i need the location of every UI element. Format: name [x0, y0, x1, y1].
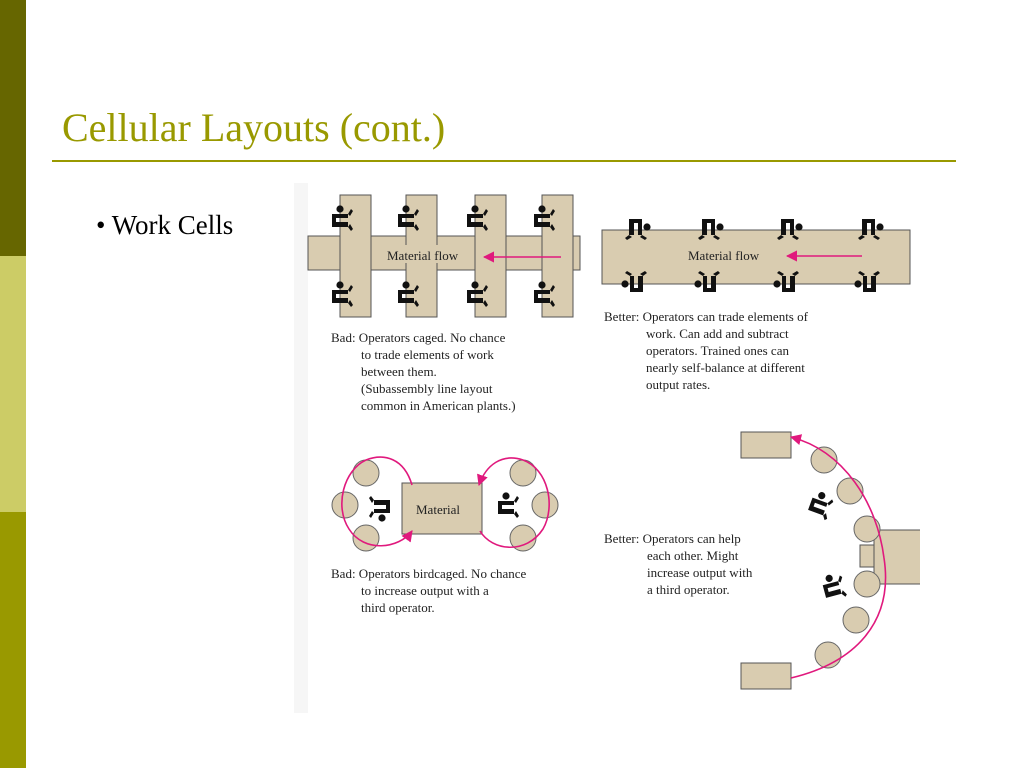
machine-large	[873, 529, 920, 585]
caption-bad-cell: Bad: Operators birdcaged. No chance to i…	[331, 566, 530, 615]
machine	[810, 446, 838, 474]
caption-bad-line: Bad: Operators caged. No chance to trade…	[331, 330, 516, 413]
conveyor-belt	[601, 229, 911, 285]
panel-bad-line: Material flow Bad: Operators caged. No c…	[307, 194, 581, 413]
flow-label: Material flow	[688, 248, 760, 263]
figure-scan-edge	[294, 183, 308, 713]
material-box	[401, 482, 483, 535]
work-cells-figure: Material flow Bad: Operators caged. No c…	[294, 183, 920, 713]
sidebar-block-bottom	[0, 512, 26, 768]
machine	[352, 459, 380, 487]
material-bin-bottom	[740, 662, 792, 690]
movement-arrow-right	[477, 457, 550, 549]
operator-icon	[806, 489, 836, 521]
slide-title: Cellular Layouts (cont.)	[62, 105, 446, 150]
machine	[853, 570, 881, 598]
work-cells-diagram: Material flow Bad: Operators caged. No c…	[294, 183, 920, 713]
material-bin-top	[740, 431, 792, 459]
material-label: Material	[416, 502, 460, 517]
panel-better-cell: Better: Operators can help each other. M…	[604, 431, 920, 690]
caption-better-line: Better: Operators can trade elements of …	[604, 309, 811, 392]
panel-bad-cell: Material Bad: Operators birdcaged. No ch…	[331, 456, 559, 615]
sidebar-block-middle	[0, 256, 26, 512]
movement-arrow-u-cell	[789, 434, 887, 679]
machine	[331, 491, 359, 519]
machine	[836, 477, 864, 505]
machine	[853, 515, 881, 543]
operator-icon	[369, 496, 390, 522]
machine-large-neck	[859, 544, 875, 568]
flow-label-backdrop	[376, 245, 472, 263]
operator-icon	[820, 571, 848, 602]
sidebar-block-top	[0, 0, 26, 256]
operator-icon	[498, 492, 519, 518]
machine	[842, 606, 870, 634]
movement-arrow-left	[341, 456, 413, 547]
flow-label: Material flow	[387, 248, 459, 263]
bullet-work-cells: • Work Cells	[96, 210, 234, 240]
machine	[814, 641, 842, 669]
sidebar-decoration	[0, 0, 26, 768]
machine	[531, 491, 559, 519]
title-divider	[52, 160, 956, 162]
caption-better-cell: Better: Operators can help each other. M…	[604, 531, 756, 597]
panel-better-line: Material flow Better: Operators can trad…	[601, 219, 911, 392]
